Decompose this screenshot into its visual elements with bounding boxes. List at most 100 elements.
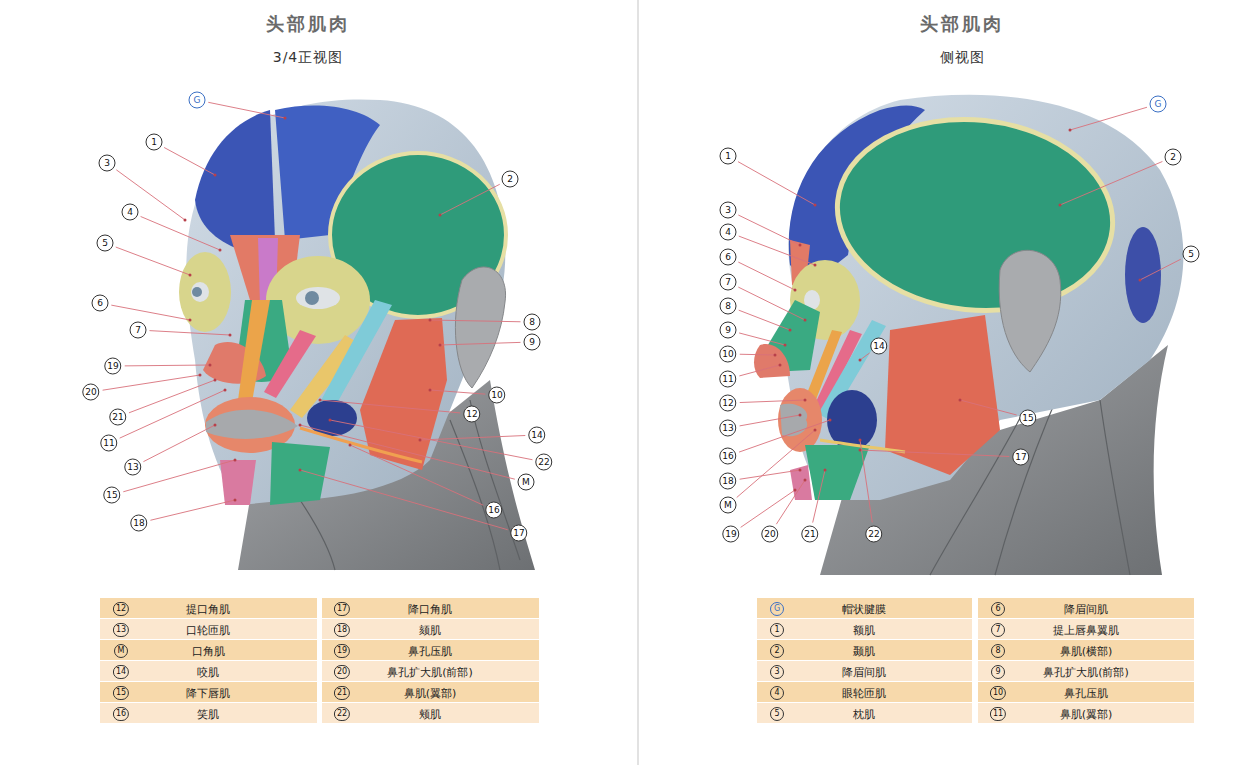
table-number: 6 (991, 602, 1005, 616)
table-row (322, 703, 539, 723)
callout-number: 20 (82, 384, 99, 401)
leader-line (300, 470, 508, 530)
leader-dot (799, 469, 802, 472)
leader-line (116, 170, 185, 220)
leader-dot (959, 399, 962, 402)
callout-number: M (720, 497, 737, 514)
leader-line (740, 400, 805, 403)
callout-number: 21 (801, 526, 818, 543)
leader-line (320, 400, 460, 413)
leader-dot (299, 469, 302, 472)
callout-number: 10 (719, 346, 736, 363)
table-number: 4 (770, 686, 784, 700)
leader-line (1060, 161, 1162, 205)
callout-number: 14 (528, 427, 545, 444)
table-background (100, 598, 1194, 723)
table-row (757, 640, 972, 660)
callout-number: 20 (761, 526, 778, 543)
side-head-illustration (754, 95, 1183, 575)
callout-number: 17 (1012, 449, 1029, 466)
eye (191, 282, 209, 302)
table-number: M (114, 644, 128, 658)
leader-dot (319, 399, 322, 402)
callout-number: 1 (146, 134, 163, 151)
buccinator (307, 400, 357, 436)
frontalis (195, 110, 275, 250)
depressor-anguli-oris (270, 442, 330, 505)
muscle-name: 鼻孔压肌 (408, 643, 452, 658)
leader-line (120, 390, 225, 438)
leader-dot (224, 389, 227, 392)
muscle-name: 鼻孔扩大肌(前部) (1043, 664, 1129, 679)
muscle-name: 降口角肌 (408, 601, 452, 616)
callout-number: 12 (463, 406, 480, 423)
table-row (100, 703, 317, 723)
table-number: 9 (991, 665, 1005, 679)
muscle-name: 降下唇肌 (186, 685, 230, 700)
callout-number: 12 (719, 395, 736, 412)
table-number: 12 (113, 602, 129, 616)
masseter (360, 318, 447, 470)
callout-number: 15 (1019, 410, 1036, 427)
muscle-name: 眼轮匝肌 (842, 685, 886, 700)
leader-dot (189, 319, 192, 322)
leader-dot (209, 364, 212, 367)
depressor-anguli-oris (805, 445, 870, 500)
leader-line (1070, 107, 1147, 130)
table-number: 13 (113, 623, 129, 637)
galea-aponeurotica (186, 99, 505, 505)
nose-tip (754, 344, 790, 378)
leader-line (430, 320, 521, 322)
muscle-name: 口轮匝肌 (186, 622, 230, 637)
leader-line (740, 354, 775, 356)
table-row (322, 640, 539, 660)
table-number: 21 (334, 686, 350, 700)
callout-number: 21 (109, 409, 126, 426)
leader-line (860, 440, 872, 522)
table-row (757, 682, 972, 702)
leader-line (116, 247, 190, 275)
leader-dot (859, 439, 862, 442)
table-row (100, 682, 317, 702)
leader-dot (784, 344, 787, 347)
leader-line (739, 310, 790, 330)
table-number: 7 (991, 623, 1005, 637)
leader-line (860, 353, 870, 360)
leader-dot (214, 379, 217, 382)
table-row (100, 640, 317, 660)
callout-number: G (1150, 96, 1167, 113)
leader-dot (234, 499, 237, 502)
muscle-name: 帽状腱膜 (842, 601, 886, 616)
leader-dot (1059, 204, 1062, 207)
muscle-name: 枕肌 (853, 706, 875, 721)
callout-number: 6 (720, 249, 737, 266)
leader-dot (859, 449, 862, 452)
leader-dot (1069, 129, 1072, 132)
callout-number: 15 (103, 487, 120, 504)
leader-line (737, 430, 815, 497)
callout-number: 5 (1183, 246, 1200, 263)
risorius (300, 428, 422, 462)
leader-dot (199, 374, 202, 377)
table-number: 15 (113, 686, 129, 700)
callout-number: 14 (870, 338, 887, 355)
table-number: 16 (113, 707, 129, 721)
lips (780, 404, 807, 437)
leader-dot (804, 319, 807, 322)
leader-dot (229, 334, 232, 337)
table-number: 14 (113, 665, 129, 679)
leader-dot (284, 117, 287, 120)
orbicularis-oculi (179, 252, 231, 332)
table-row (978, 682, 1194, 702)
callout-number: 7 (720, 274, 737, 291)
leader-dot (189, 274, 192, 277)
table-row (978, 598, 1194, 618)
table-row (100, 619, 317, 639)
leader-dot (829, 419, 832, 422)
leader-line (141, 216, 220, 250)
callout-number: 2 (1165, 149, 1182, 166)
leader-line (208, 102, 285, 118)
table-row (322, 661, 539, 681)
